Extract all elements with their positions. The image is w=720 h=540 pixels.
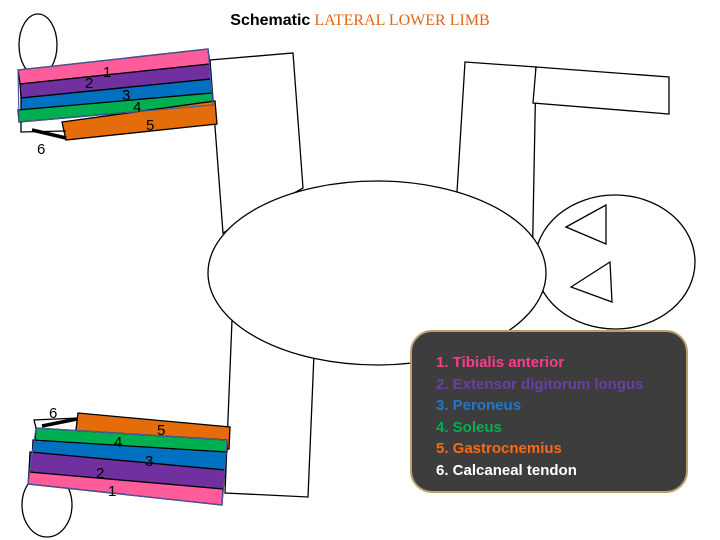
top-calcaneal-tendon (31, 128, 67, 140)
top-thigh-outline (209, 52, 304, 235)
legend-item-peroneus: 3. Peroneus (436, 397, 522, 414)
top-gastrocnemius-band (61, 100, 218, 141)
bottom-label-2: 2 (96, 465, 104, 482)
bottom-label-1: 1 (108, 483, 116, 500)
top-label-4: 4 (133, 99, 141, 116)
title-schematic: Schematic (230, 12, 311, 29)
head-outline (534, 194, 696, 330)
bottom-label-3: 3 (145, 453, 153, 470)
legend-item-calcaneal-tendon: 6. Calcaneal tendon (436, 461, 577, 479)
body-ellipse (207, 180, 547, 366)
legend-item-gastrocnemius: 5. Gastrocnemius (436, 440, 562, 457)
title-lateral-lower-limb: LATERAL LOWER LIMB (314, 12, 490, 29)
top-leg-border (17, 48, 214, 123)
lower-eye-triangle (569, 260, 613, 303)
top-label-1: 1 (103, 64, 111, 81)
legend-item-tibialis-anterior: 1. Tibialis anterior (436, 354, 565, 371)
bottom-leg-heel-outline (33, 417, 79, 429)
bottom-calcaneal-tendon (41, 417, 78, 428)
upper-eye-triangle (564, 203, 607, 245)
legend-box: 1. Tibialis anterior 2. Extensor digitor… (410, 330, 688, 493)
legend-item-soleus: 4. Soleus (436, 418, 502, 436)
top-label-3: 3 (122, 87, 130, 104)
top-label-2: 2 (85, 75, 93, 92)
bottom-label-5: 5 (157, 422, 165, 439)
legend-item-extensor-digitorum-longus: 2. Extensor digitorum longus (436, 375, 644, 393)
top-leg-heel-outline (20, 122, 67, 133)
bottom-label-6: 6 (49, 405, 57, 422)
bottom-leg-border (27, 427, 228, 506)
bottom-label-4: 4 (114, 434, 122, 451)
top-label-6: 6 (37, 141, 45, 158)
right-forearm-outline (532, 66, 670, 115)
top-label-5: 5 (146, 117, 154, 134)
diagram-title: Schematic LATERAL LOWER LIMB (0, 12, 720, 30)
